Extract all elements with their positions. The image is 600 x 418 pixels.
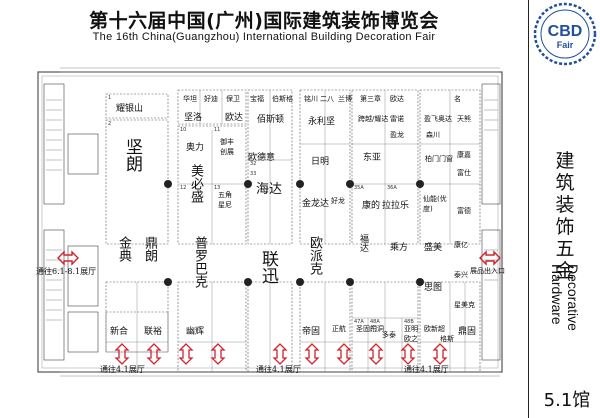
booth-label[interactable]: 美必盛 [188, 164, 203, 203]
booth-label[interactable]: 鼎固 [458, 327, 477, 337]
booth-label[interactable]: 金典 [116, 236, 131, 262]
booth-label[interactable]: 拉拉乐 [382, 201, 410, 211]
side-exit-arrows [57, 250, 501, 266]
booth-label[interactable]: 康嘉 [457, 151, 471, 159]
booth-label[interactable]: 好迪 [204, 95, 218, 103]
booth-label[interactable]: 跨越/耀达 [358, 115, 389, 123]
booth-label[interactable]: 联裕 [144, 327, 163, 337]
booth-number: 33 [250, 171, 257, 177]
logo-subtext: Fair [557, 40, 574, 50]
booth-label[interactable]: 新合 [110, 327, 129, 337]
booth-label[interactable]: 金龙达 [302, 199, 330, 209]
cbd-fair-logo-icon: CBD Fair [533, 2, 597, 66]
booth-label[interactable]: 佰斯顿 [257, 115, 285, 125]
exit-label-bottom-right: 通往4.1展厅 [404, 365, 449, 374]
booth-label[interactable]: 圣固门 [356, 325, 377, 333]
exit-label-bottom-mid: 通往4.1展厅 [256, 365, 301, 374]
booth-label[interactable]: 永利坚 [308, 117, 336, 127]
hall-number: 5.1馆 [543, 390, 591, 411]
booth-label[interactable]: 福达 [358, 234, 368, 252]
floor-plan: 耀银山 坚朗 坚洛 欧达 奥力 御丰创展 美必盛 五角星尼 华坦 好迪 保卫 宝… [20, 50, 528, 418]
booth-number: 1 [108, 95, 112, 101]
bottom-exit-arrows [114, 343, 448, 365]
hall-category-en: Decorative Hardware [549, 264, 581, 331]
booth-number: 48B [404, 319, 414, 325]
booth-number: 13 [214, 185, 221, 191]
booth-number: 12 [180, 185, 187, 191]
booth-label[interactable]: 思图 [424, 283, 443, 293]
floor-plan-map [37, 67, 503, 377]
exit-label-right: 展品出入口 [470, 267, 505, 275]
booth-label[interactable]: 铭川 [304, 95, 318, 103]
booth-label[interactable]: 五角星尼 [218, 191, 232, 209]
booth-number: 11 [214, 127, 221, 133]
booth-label[interactable]: 奥力 [186, 143, 205, 153]
booth-subdivisions [106, 90, 480, 372]
page-subtitle: The 16th China(Guangzhou) International … [92, 31, 436, 43]
logo-text: CBD [548, 23, 583, 40]
hall-info-panel: CBD Fair 建筑装饰五金 Decorative Hardware 5.1馆 [528, 0, 600, 418]
column-markers [164, 180, 424, 286]
booth-label[interactable]: 欧达 [225, 113, 244, 123]
booth-number: 47A [354, 319, 364, 325]
booth-label[interactable]: 第三章 [360, 95, 381, 103]
booth-label[interactable]: 泰兴 [454, 271, 468, 279]
page-title: 第十六届中国(广州)国际建筑装饰博览会 [89, 10, 439, 32]
booth-label[interactable]: 亚明 [404, 325, 418, 333]
booth-label[interactable]: 欧德意 [248, 153, 276, 163]
booth-number: 10 [180, 127, 187, 133]
booth-label[interactable]: 格斯 [440, 335, 454, 343]
booth-label[interactable]: 名 [454, 95, 461, 103]
booth-label[interactable]: 华坦 [183, 95, 197, 103]
booth-label[interactable]: 富仕 [457, 169, 471, 177]
exit-label-bottom-left: 通往4.1展厅 [100, 365, 145, 374]
booth-label[interactable]: 盛美 [424, 243, 443, 253]
booth-number: 48A [370, 319, 380, 325]
booth-label[interactable]: 二八 [320, 95, 334, 103]
booth-label[interactable]: 幽辉 [186, 327, 205, 337]
booth-label[interactable]: 欧派克 [307, 236, 322, 275]
booth-label[interactable]: 日明 [311, 157, 330, 167]
hall-category-cn: 建筑装饰五金 [555, 150, 575, 282]
booth-label[interactable]: 正航 [332, 325, 346, 333]
booth-label[interactable]: 保卫 [226, 95, 240, 103]
booth-label[interactable]: 伯斯格 [272, 95, 293, 103]
booth-label[interactable]: 雷诺 [390, 115, 404, 123]
booth-label[interactable]: 耀银山 [116, 104, 144, 114]
exit-label-left: 通往6.1-8.1展厅 [36, 267, 97, 276]
booth-label[interactable]: 东亚 [363, 153, 382, 163]
booth-label[interactable]: 乘方 [390, 243, 409, 253]
booth-label[interactable]: 帝固 [302, 327, 321, 337]
booth-label[interactable]: 多泰 [382, 331, 396, 339]
booth-label[interactable]: 富德 [457, 207, 471, 215]
booth-label[interactable]: 欧新超 [424, 325, 445, 333]
booth-number: 36A [387, 185, 397, 191]
booth-label[interactable]: 鼎朗 [142, 236, 157, 262]
booth-number: 2 [108, 121, 112, 127]
booth-label[interactable]: 仙能(优度) [423, 195, 447, 213]
booth-label[interactable]: 森川 [426, 131, 440, 139]
booth-label[interactable]: 宝福 [250, 95, 264, 103]
booth-number: 35A [354, 185, 364, 191]
booth-label[interactable]: 盈飞奥达 [424, 115, 452, 123]
booth-label[interactable]: 欧之 [404, 335, 418, 343]
booth-label[interactable]: 坚洛 [184, 113, 203, 123]
booth-label[interactable]: 御丰创展 [220, 138, 234, 156]
booth-label[interactable]: 联迅 [258, 250, 278, 284]
booth-label[interactable]: 星美克 [454, 301, 475, 309]
stair-blocks [43, 83, 501, 361]
booth-label[interactable]: 康的 [362, 201, 381, 211]
booth-label[interactable]: 欧达 [390, 95, 404, 103]
booth-label[interactable]: 东洞 [370, 325, 384, 333]
booth-label[interactable]: 兰博 [338, 95, 352, 103]
booth-label[interactable]: 海达 [256, 182, 283, 197]
booth-label[interactable]: 坚朗 [122, 138, 142, 172]
booth-label[interactable]: 普罗巴克 [192, 236, 207, 288]
booth-label[interactable]: 好龙 [331, 197, 345, 205]
booth-number: 32 [250, 161, 257, 167]
booth-label[interactable]: 天熊 [457, 115, 471, 123]
booth-label[interactable]: 康亿 [454, 241, 468, 249]
booth-label[interactable]: 盈龙 [390, 131, 404, 139]
booth-label[interactable]: 柏门门窗 [425, 155, 453, 163]
